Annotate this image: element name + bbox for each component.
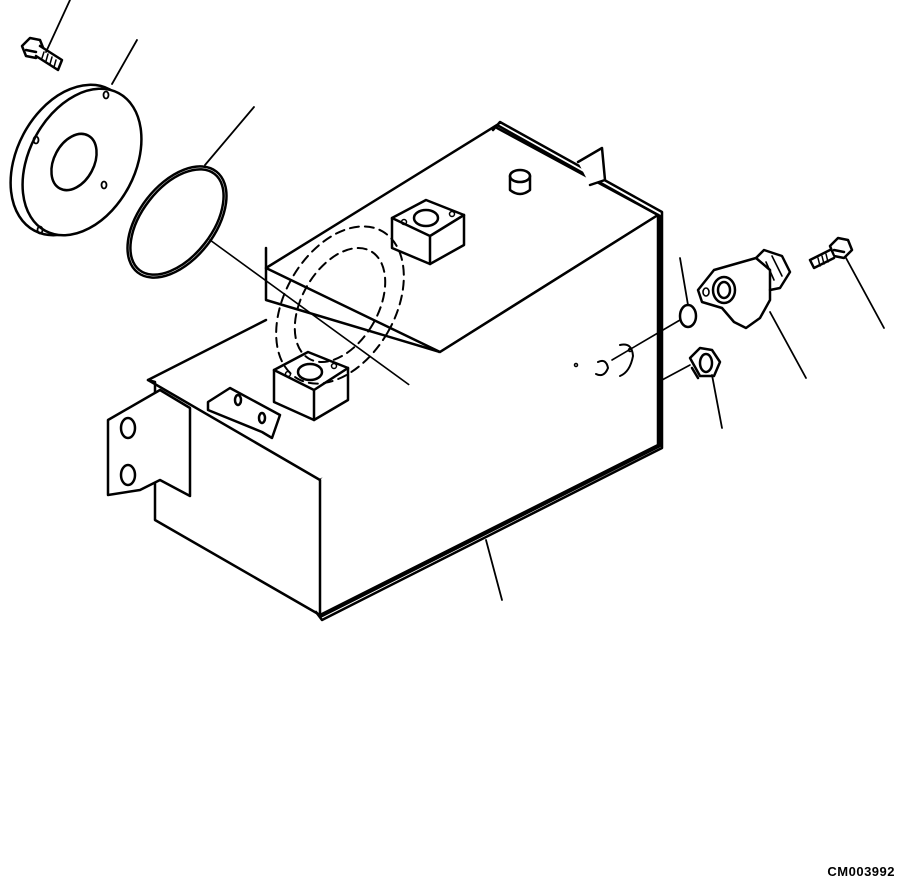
cover-plate — [9, 83, 143, 237]
leader-elbow-fitting — [769, 311, 807, 379]
o-ring-large — [126, 165, 228, 279]
plug — [688, 346, 722, 380]
assembly-line-plug — [661, 364, 691, 381]
elbow-fitting — [696, 248, 792, 330]
assembly-line-cover — [209, 239, 431, 401]
elbow-bolt — [808, 236, 854, 270]
leader-o-ring-small — [679, 257, 689, 306]
leader-hydraulic-tank — [485, 539, 503, 601]
leader-o-ring-large — [204, 106, 255, 166]
hydraulic-tank — [106, 120, 664, 622]
leader-cover-plate — [111, 39, 138, 85]
flange-bolt — [20, 36, 64, 72]
o-ring-small — [678, 303, 698, 329]
leader-flange-bolt — [45, 0, 71, 53]
assembly-line-fitting — [611, 319, 681, 361]
leader-plug — [711, 374, 723, 429]
leader-elbow-bolt — [845, 257, 885, 329]
drawing-reference-code: CM003992 — [827, 864, 895, 879]
